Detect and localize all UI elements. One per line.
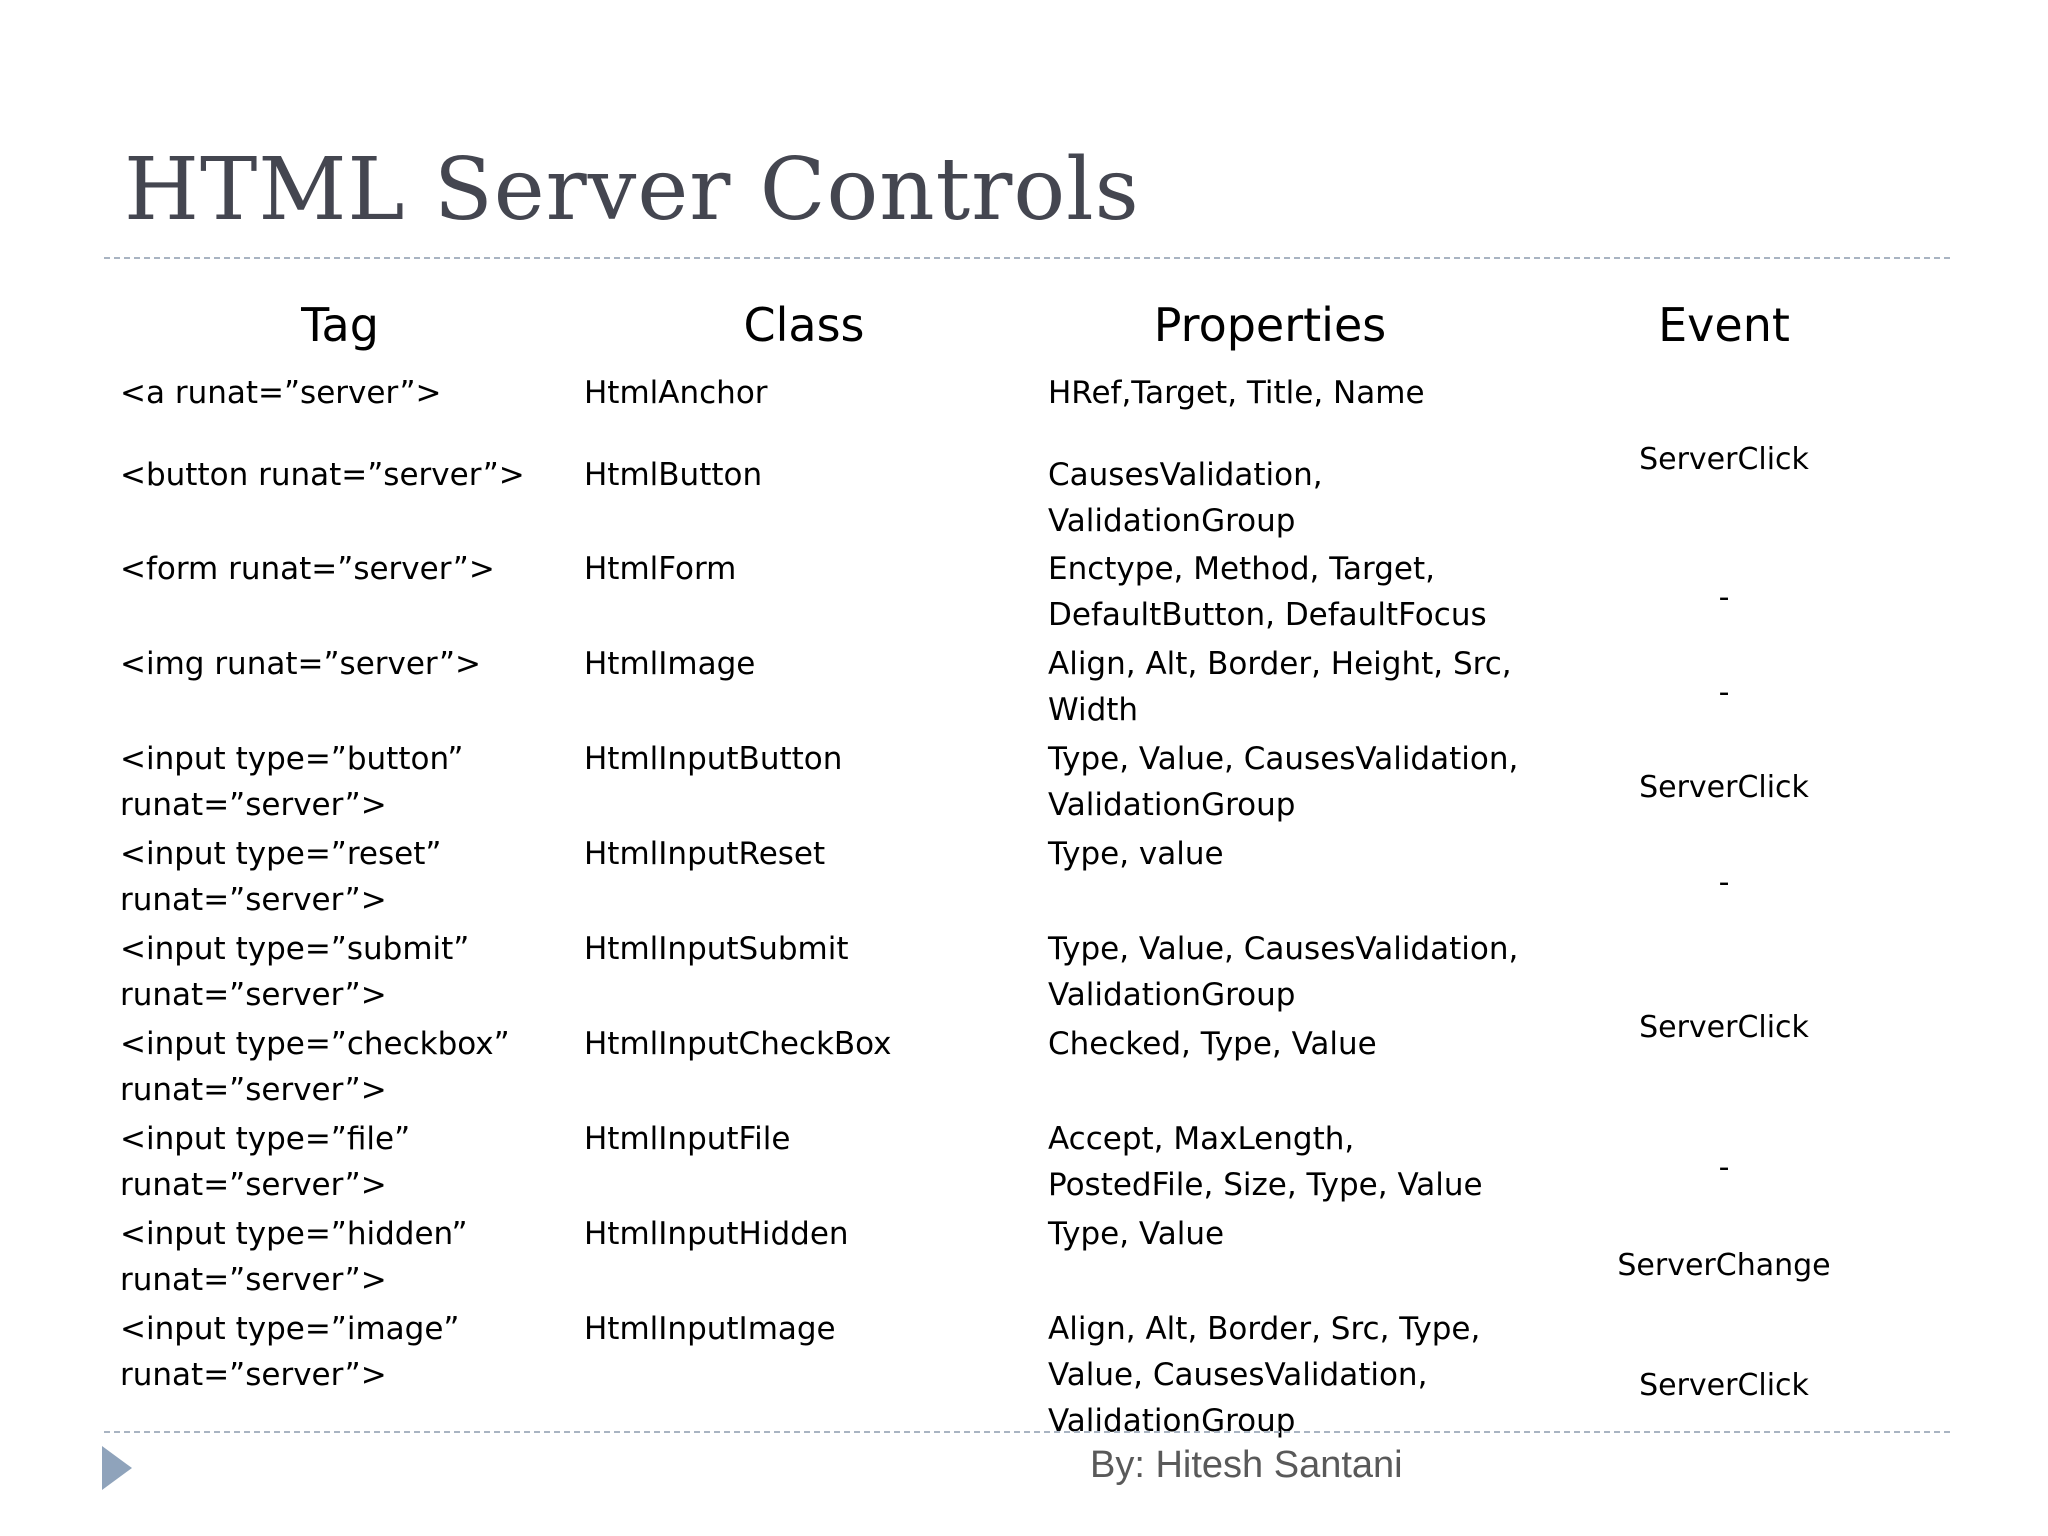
- slide-title: HTML Server Controls: [124, 140, 1140, 240]
- tag-cell: <input type=”image”runat=”server”>: [120, 1311, 460, 1393]
- class-cell: HtmlForm: [584, 551, 737, 587]
- event-cell: -: [1718, 1150, 1730, 1185]
- title-divider: [104, 257, 1950, 259]
- tag-cell: <input type=”hidden”runat=”server”>: [120, 1216, 468, 1298]
- event-cell: ServerClick: [1639, 442, 1809, 477]
- tag-cell: <img runat=”server”>: [120, 646, 482, 682]
- class-cell: HtmlInputButton: [584, 741, 843, 777]
- properties-cell: Align, Alt, Border, Src, Type,Value, Cau…: [1048, 1311, 1481, 1439]
- properties-cell: Type, Value, CausesValidation,Validation…: [1048, 741, 1519, 823]
- tag-cell: <form runat=”server”>: [120, 551, 495, 587]
- properties-cell: Type, Value: [1048, 1216, 1225, 1252]
- properties-cell: Enctype, Method, Target,DefaultButton, D…: [1048, 551, 1487, 633]
- properties-cell: Align, Alt, Border, Height, Src,Width: [1048, 646, 1512, 728]
- tag-cell: <button runat=”server”>: [120, 457, 525, 493]
- class-cell: HtmlInputHidden: [584, 1216, 849, 1252]
- event-cell: -: [1718, 675, 1730, 710]
- header-properties: Properties: [1153, 298, 1387, 352]
- tag-cell: <input type=”reset”runat=”server”>: [120, 836, 442, 918]
- footer-author: By: Hitesh Santani: [1090, 1444, 1403, 1486]
- properties-cell: Type, Value, CausesValidation,Validation…: [1048, 931, 1519, 1013]
- event-cell: ServerClick: [1639, 1010, 1809, 1045]
- tag-cell: <input type=”checkbox”runat=”server”>: [120, 1026, 510, 1108]
- properties-cell: CausesValidation,ValidationGroup: [1048, 457, 1323, 539]
- class-cell: HtmlAnchor: [584, 375, 768, 411]
- tag-cell: <input type=”submit”runat=”server”>: [120, 931, 470, 1013]
- class-cell: HtmlImage: [584, 646, 756, 682]
- header-class: Class: [743, 298, 865, 352]
- triangle-bullet-icon: [102, 1446, 132, 1490]
- event-cell: ServerChange: [1617, 1248, 1831, 1283]
- event-cell: -: [1718, 865, 1730, 900]
- class-cell: HtmlInputSubmit: [584, 931, 849, 967]
- event-cell: ServerClick: [1639, 770, 1809, 805]
- class-cell: HtmlInputFile: [584, 1121, 791, 1157]
- class-cell: HtmlInputCheckBox: [584, 1026, 892, 1062]
- properties-cell: Checked, Type, Value: [1048, 1026, 1377, 1062]
- properties-cell: Type, value: [1048, 836, 1224, 872]
- tag-cell: <input type=”file”runat=”server”>: [120, 1121, 411, 1203]
- tag-cell: <input type=”button”runat=”server”>: [120, 741, 464, 823]
- header-tag: Tag: [301, 298, 379, 352]
- properties-cell: HRef,Target, Title, Name: [1048, 375, 1425, 411]
- class-cell: HtmlInputImage: [584, 1311, 836, 1347]
- event-cell: -: [1718, 580, 1730, 615]
- class-cell: HtmlInputReset: [584, 836, 826, 872]
- tag-cell: <a runat=”server”>: [120, 375, 442, 411]
- event-cell: ServerClick: [1639, 1368, 1809, 1403]
- header-event: Event: [1658, 298, 1790, 352]
- class-cell: HtmlButton: [584, 457, 763, 493]
- footer-divider: [104, 1431, 1950, 1433]
- properties-cell: Accept, MaxLength,PostedFile, Size, Type…: [1048, 1121, 1483, 1203]
